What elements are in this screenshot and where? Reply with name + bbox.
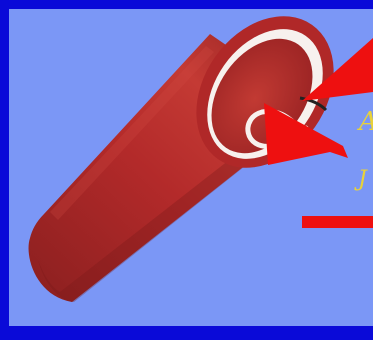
red-bar (302, 216, 373, 228)
label-a: A (359, 109, 373, 135)
label-b: J (358, 169, 367, 191)
